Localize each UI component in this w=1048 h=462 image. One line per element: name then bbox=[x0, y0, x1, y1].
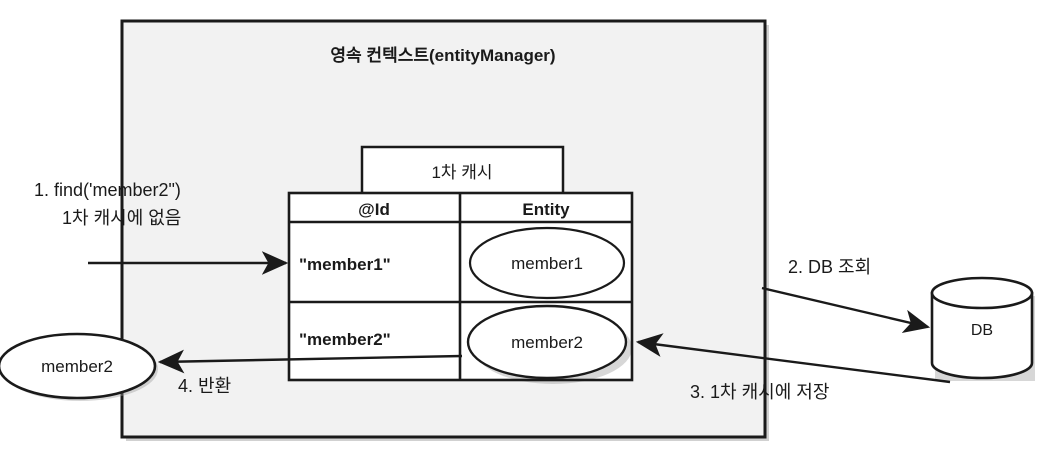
table-row: "member1" member1 bbox=[299, 226, 626, 300]
first-level-cache-tab: 1차 캐시 bbox=[360, 145, 565, 197]
database-label: DB bbox=[971, 322, 993, 339]
returned-entity-label: member2 bbox=[41, 357, 113, 376]
entity-node-label: member2 bbox=[511, 333, 583, 352]
persistence-context-title: 영속 컨텍스트(entityManager) bbox=[330, 46, 555, 65]
step-4-arrow bbox=[157, 349, 463, 374]
entity-node-member1: member1 bbox=[468, 226, 626, 300]
table-column-header-id: @Id bbox=[358, 200, 390, 219]
step-2-arrow bbox=[761, 286, 931, 334]
step-2-label: 2. DB 조회 bbox=[788, 257, 871, 277]
database-node: DB bbox=[930, 276, 1035, 381]
step-3-label: 3. 1차 캐시에 저장 bbox=[690, 382, 829, 402]
step-1-label-line-2: 1차 캐시에 없음 bbox=[62, 208, 181, 228]
entity-node-member2: member2 bbox=[466, 304, 632, 384]
table-cell-id: "member2" bbox=[299, 330, 391, 349]
table-cell-id: "member1" bbox=[299, 255, 391, 274]
table-gridlines bbox=[287, 191, 634, 382]
entity-node-label: member1 bbox=[511, 254, 583, 273]
returned-entity-node: member2 bbox=[0, 332, 158, 401]
table-column-header-entity: Entity bbox=[522, 200, 570, 219]
first-level-cache-tab-label: 1차 캐시 bbox=[431, 163, 492, 182]
table-row: "member2" member2 bbox=[299, 304, 632, 384]
step-3-arrow bbox=[635, 333, 951, 384]
step-4-label: 4. 반환 bbox=[178, 376, 231, 396]
step-1-label-line-1: 1. find('member2") bbox=[34, 180, 181, 200]
first-level-cache-table: @Id Entity "member1" member1 "member2" m… bbox=[287, 191, 634, 384]
